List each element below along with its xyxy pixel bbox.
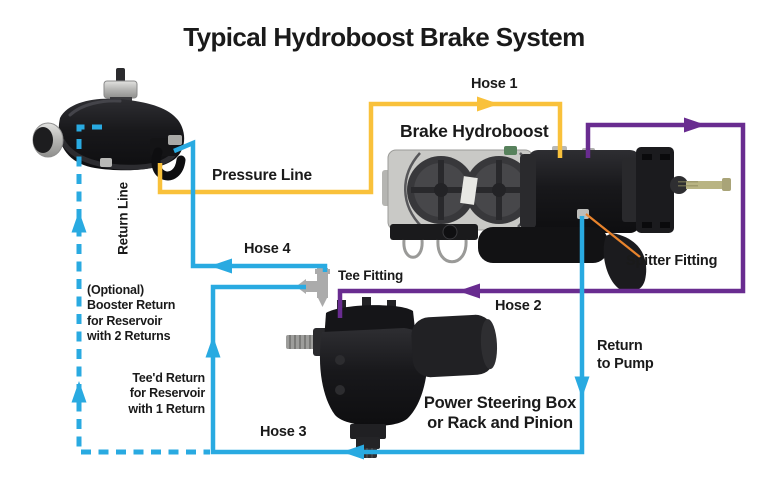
- power-steering-box-label: Power Steering Box or Rack and Pinion: [419, 394, 581, 434]
- return-to-pump-hose3-line: [210, 216, 585, 455]
- teed-line3: with 1 Return: [128, 401, 205, 416]
- return-line-label: Return Line: [115, 182, 131, 255]
- teed-return-arrow-up-icon: [205, 336, 221, 358]
- hose4-flow-arrow-left-icon: [210, 258, 232, 274]
- hose3-flow-arrow-left-icon: [342, 444, 364, 460]
- spitter-fitting-pointer-line: [585, 213, 641, 258]
- optional-line4: with 2 Returns: [87, 328, 171, 343]
- optional-line3: for Reservoir: [87, 313, 163, 328]
- pressure-line-hose1: [157, 101, 563, 195]
- optional-return-arrow-up-icon: [71, 211, 87, 233]
- brake-hydroboost-label: Brake Hydroboost: [400, 121, 549, 141]
- teed-return-label: Tee'd Return for Reservoir with 1 Return: [103, 371, 205, 417]
- hose2-line: [337, 122, 746, 318]
- brake-hydroboost-illustration: [382, 146, 731, 293]
- spitter-fitting-label: Spitter Fitting: [626, 253, 718, 269]
- optional-booster-return-label: (Optional) Booster Return for Reservoir …: [87, 283, 175, 344]
- tee-fitting-label: Tee Fitting: [338, 268, 404, 283]
- teed-line1: Tee'd Return: [132, 371, 205, 385]
- diagram-title: Typical Hydroboost Brake System: [183, 22, 585, 52]
- psb-line1: Power Steering Box: [423, 394, 577, 412]
- return-to-pump-label: Return to Pump: [597, 337, 654, 373]
- hose4-label: Hose 4: [244, 241, 291, 257]
- optional-return-arrow-up2-icon: [71, 381, 87, 403]
- optional-line1: (Optional): [87, 283, 145, 297]
- return-to-pump-line2: to Pump: [597, 356, 654, 373]
- return-to-pump-arrow-down-icon: [574, 376, 590, 398]
- hose2-label: Hose 2: [495, 298, 542, 314]
- hose4-return-line: [173, 139, 328, 272]
- optional-line2: Booster Return: [87, 298, 176, 313]
- psb-line2: or Rack and Pinion: [427, 413, 573, 432]
- hose1-label: Hose 1: [471, 76, 518, 92]
- hose3-label: Hose 3: [260, 424, 307, 440]
- hose2-flow-arrow-left-icon: [458, 283, 480, 299]
- power-steering-pump-illustration: [32, 68, 186, 181]
- return-to-pump-line1: Return: [597, 338, 643, 354]
- hose1-flow-arrow-icon: [477, 96, 499, 112]
- pressure-line-label: Pressure Line: [212, 167, 312, 184]
- teed-line2: for Reservoir: [129, 386, 205, 401]
- hose2-flow-arrow-right-icon: [684, 117, 706, 133]
- power-steering-box-illustration: [286, 297, 498, 458]
